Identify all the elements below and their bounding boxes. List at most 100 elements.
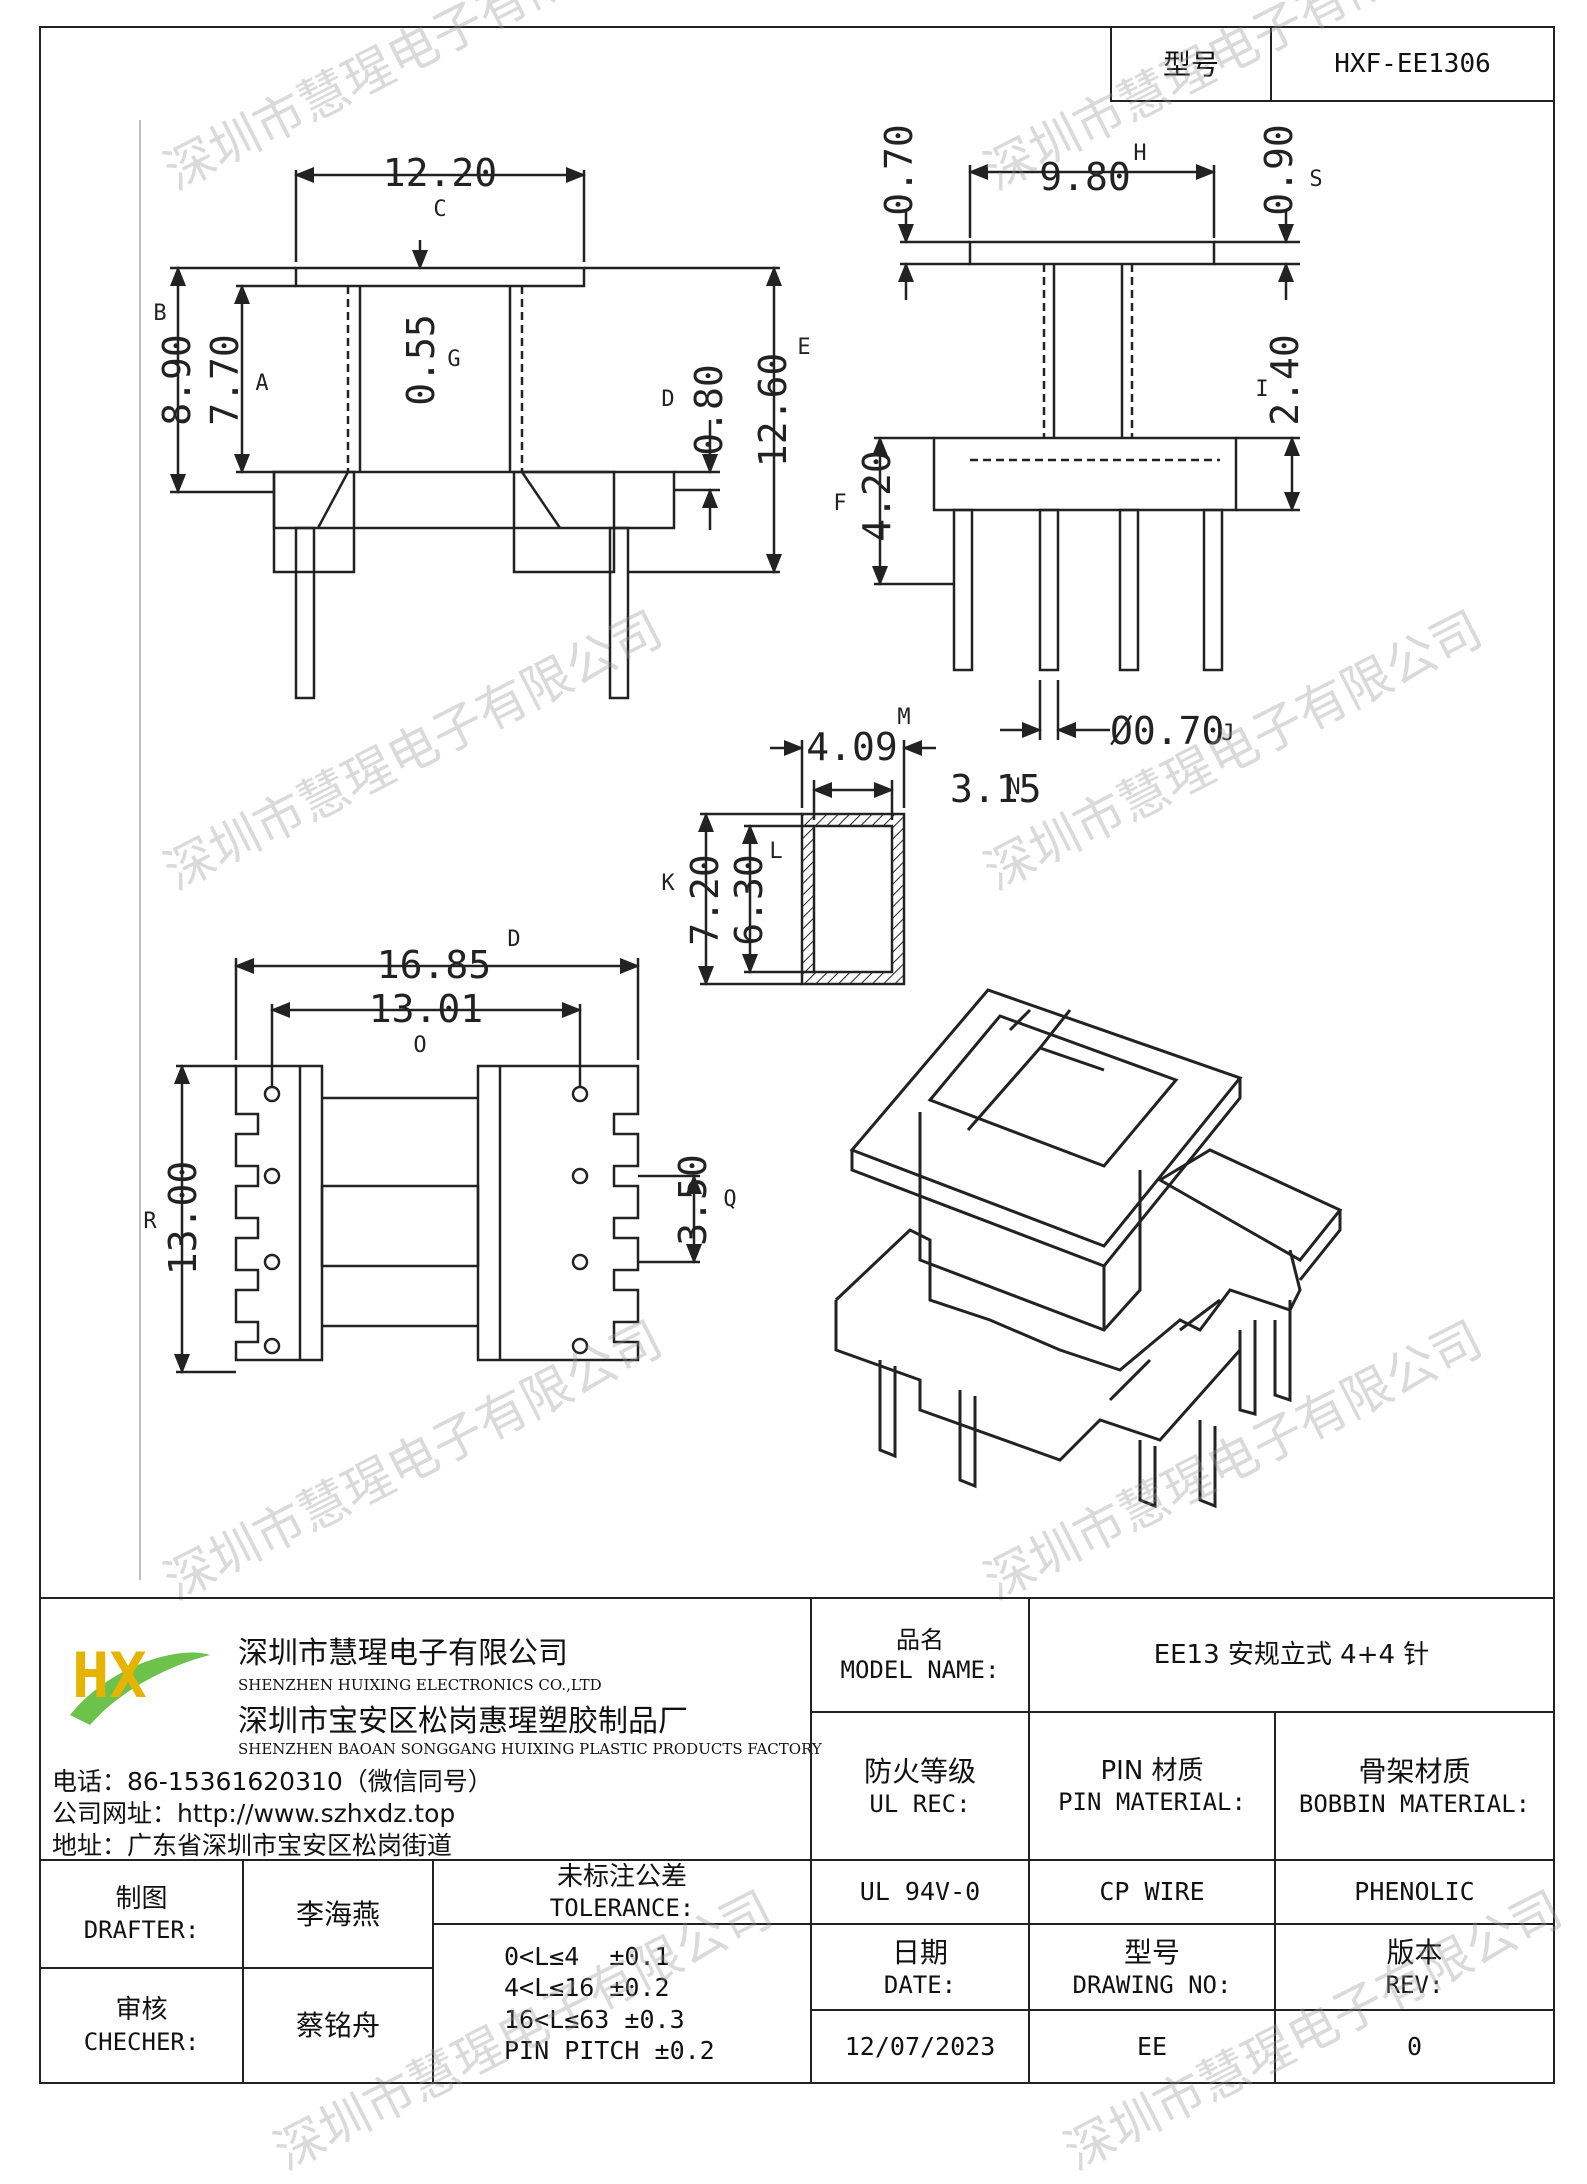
ul-cn: 防火等级: [863, 1754, 976, 1788]
side-pin-left: [294, 526, 316, 700]
drawing-value: EE: [1136, 2031, 1168, 2061]
front-view: [872, 164, 1300, 740]
rev-label-cell: 版本 REV:: [1274, 1923, 1555, 2011]
rev-cn: 版本: [1386, 1935, 1443, 1969]
rev-value: 0: [1406, 2031, 1423, 2061]
dim-0-55: 0.55: [399, 314, 443, 406]
ul-value: UL 94V-0: [859, 1877, 981, 1907]
front-base: [932, 436, 1238, 512]
section-inner: [812, 824, 894, 974]
date-cn: 日期: [891, 1935, 948, 1969]
factory-name-en: SHENZHEN BAOAN SONGGANG HUIXING PLASTIC …: [238, 1740, 822, 1758]
date-value: 12/07/2023: [844, 2031, 996, 2061]
dim-12-60: 12.60: [751, 353, 795, 467]
front-pin-4: [1202, 508, 1224, 672]
dim-8-90: 8.90: [155, 334, 199, 426]
drafter-cn: 制图: [115, 1883, 168, 1914]
dim-o-id: O: [413, 1033, 426, 1058]
tolerance-cn: 未标注公差: [556, 1861, 687, 1892]
drawing-value-cell: EE: [1028, 2009, 1276, 2084]
model-value: HXF-EE1306: [1334, 48, 1491, 79]
factory-name-cn: 深圳市宝安区松岗惠瑆塑胶制品厂: [238, 1704, 688, 1739]
top-left-comb: [234, 1064, 324, 1362]
section-view: [698, 740, 936, 986]
bobbin-value: PHENOLIC: [1354, 1877, 1475, 1907]
company-address: 地址：广东省深圳市宝安区松岗街道: [52, 1831, 453, 1860]
front-pin-2: [1038, 508, 1060, 672]
dim-4-09: 4.09: [806, 725, 898, 769]
model-name-en: MODEL NAME:: [840, 1656, 1000, 1684]
dim-g-id: G: [447, 347, 460, 372]
company-website: 公司网址：http://www.szhxdz.top: [52, 1799, 456, 1828]
dim-16-85: 16.85: [377, 943, 491, 987]
dimension-labels: 12.20 C 8.90 B 7.70 A 0.55 G 0.80 D 12.6…: [143, 124, 1322, 1275]
company-name-cn: 深圳市慧瑆电子有限公司: [238, 1636, 568, 1671]
dim-e-id: E: [797, 335, 810, 360]
dim-2-40: 2.40: [1263, 334, 1307, 426]
dim-i-id: I: [1255, 377, 1268, 402]
dim-k-id: K: [661, 871, 675, 896]
front-pin-3: [1118, 508, 1140, 672]
model-value-cell: HXF-EE1306: [1270, 26, 1555, 102]
tolerance-en: TOLERANCE:: [549, 1894, 695, 1923]
dim-7-20: 7.20: [683, 854, 727, 946]
tolerance-line-1: 0<L≤4 ±0.1: [504, 1942, 670, 1971]
drafter-name-cell: 李海燕: [242, 1859, 434, 1969]
company-name-en: SHENZHEN HUIXING ELECTRONICS CO.,LTD: [238, 1676, 602, 1694]
dim-j-id: J: [1221, 721, 1234, 746]
side-top-flange: [294, 266, 586, 288]
tolerance-line-2: 4<L≤16 ±0.2: [504, 1973, 670, 2003]
checker-cn: 审核: [115, 1995, 168, 2026]
ul-label-cell: 防火等级 UL REC:: [810, 1711, 1030, 1861]
front-pin-1: [952, 508, 974, 672]
bobbin-material-cn: 骨架材质: [1358, 1754, 1471, 1788]
drawing-cn: 型号: [1123, 1935, 1180, 1969]
pin-value: CP WIRE: [1099, 1877, 1205, 1907]
tolerance-values-cell: 0<L≤4 ±0.1 4<L≤16 ±0.2 16<L≤63 ±0.3 PIN …: [432, 1923, 812, 2084]
pin-material-en: PIN MATERIAL:: [1058, 1788, 1246, 1817]
model-label: 型号: [1162, 47, 1219, 81]
date-value-cell: 12/07/2023: [810, 2009, 1030, 2084]
rev-en: REV:: [1385, 1970, 1444, 1999]
dim-m-id: M: [897, 705, 910, 730]
dim-3-15: 3.15: [950, 767, 1042, 811]
date-en: DATE:: [883, 1970, 957, 1999]
pin-value-cell: CP WIRE: [1028, 1859, 1276, 1925]
side-view: [139, 120, 782, 1580]
dim-3-50: 3.50: [671, 1154, 715, 1246]
top-right-comb: [476, 1064, 640, 1362]
bobbin-value-cell: PHENOLIC: [1274, 1859, 1555, 1925]
company-logo: HX: [70, 1639, 210, 1725]
dim-d2-id: D: [507, 927, 520, 952]
checker-name-cell: 蔡铭舟: [242, 1967, 434, 2084]
model-name-value: EE13 安规立式 4+4 针: [1153, 1639, 1430, 1670]
top-center-core: [320, 1184, 480, 1268]
isometric-view: [834, 988, 1343, 1509]
dim-f-id: F: [833, 491, 846, 516]
dim-6-30: 6.30: [727, 854, 771, 946]
date-label-cell: 日期 DATE:: [810, 1923, 1030, 2011]
checker-en: CHECHER:: [83, 2027, 200, 2056]
dim-d-id: D: [661, 387, 674, 412]
tolerance-line-4: PIN PITCH ±0.2: [504, 2035, 715, 2065]
dim-q-id: Q: [723, 1187, 736, 1212]
dim-b-id: B: [153, 301, 166, 326]
model-name-cn: 品名: [896, 1626, 944, 1654]
drafter-label-cell: 制图 DRAFTER:: [39, 1859, 244, 1969]
company-phone: 电话：86-15361620310（微信同号）: [52, 1767, 493, 1796]
dim-0-90: 0.90: [1257, 124, 1301, 216]
dim-s-id: S: [1309, 167, 1322, 192]
pin-material-cn: PIN 材质: [1100, 1755, 1204, 1786]
dim-9-80: 9.80: [1039, 155, 1131, 199]
drafter-name: 李海燕: [295, 1897, 380, 1931]
technical-drawing: [139, 120, 1343, 1580]
tolerance-line-3: 16<L≤63 ±0.3: [504, 2004, 685, 2034]
top-view: [174, 958, 702, 1374]
pin-material-label-cell: PIN 材质 PIN MATERIAL:: [1028, 1711, 1276, 1861]
dim-0-70-top: 0.70: [877, 124, 921, 216]
dim-13-01: 13.01: [369, 987, 483, 1031]
dim-4-20: 4.20: [855, 450, 899, 542]
dim-13-00: 13.00: [161, 1161, 205, 1275]
dim-l-id: L: [769, 839, 782, 864]
dim-c-id: C: [433, 197, 446, 222]
